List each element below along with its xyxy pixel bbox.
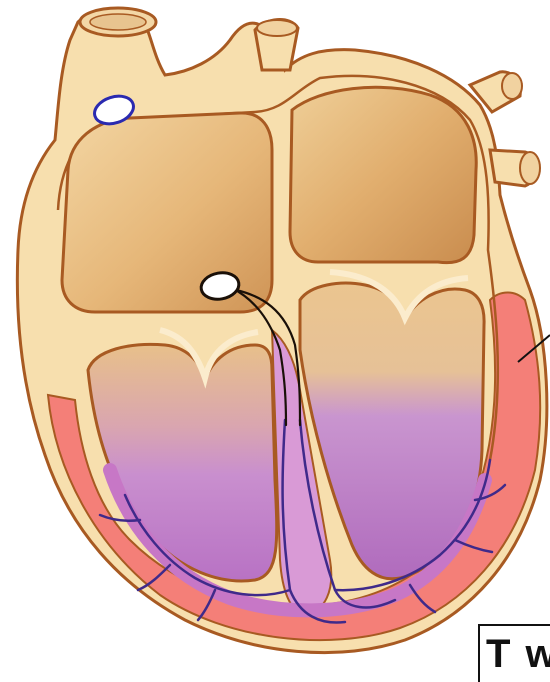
corner-label: T w [478, 624, 550, 682]
left-atrium [290, 87, 476, 262]
aorta-lumen [90, 14, 146, 30]
right-atrium [62, 113, 272, 312]
